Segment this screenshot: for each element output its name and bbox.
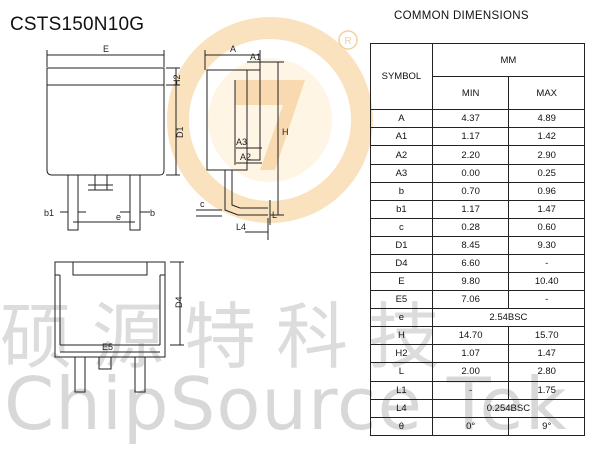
label-b: b [150, 208, 155, 218]
symbol-cell: A3 [370, 163, 433, 183]
label-D1: D1 [175, 126, 185, 138]
min-cell: 0.00 [431, 163, 510, 183]
symbol-cell: L [370, 362, 433, 382]
label-E5: E5 [102, 342, 113, 352]
symbol-cell: θ [370, 416, 433, 437]
symbol-cell: b1 [370, 199, 433, 219]
min-cell: 14.70 [431, 326, 510, 346]
max-cell: - [508, 253, 585, 274]
max-cell: 1.75 [508, 380, 585, 400]
max-cell: 9.30 [508, 235, 585, 255]
label-A3: A3 [236, 137, 247, 147]
body-outline [46, 85, 165, 176]
max-cell: 4.89 [508, 109, 585, 129]
symbol-cell: L4 [370, 398, 433, 418]
min-cell: 2.00 [431, 362, 510, 382]
label-A2: A2 [240, 152, 251, 162]
max-cell: 1.42 [508, 127, 585, 147]
min-cell: 0.70 [431, 181, 510, 201]
max-cell: 0.60 [508, 217, 585, 237]
min-cell: 9.80 [431, 272, 510, 292]
span-value-cell: 2.54BSC [431, 308, 586, 328]
max-cell: 1.47 [508, 199, 585, 219]
max-cell: 1.47 [508, 344, 585, 364]
svg-text:R: R [344, 36, 351, 47]
min-cell: 8.45 [431, 235, 510, 255]
symbol-cell: b [370, 181, 433, 201]
symbol-cell: c [370, 217, 433, 237]
label-A: A [230, 44, 236, 54]
symbol-cell: e [370, 308, 433, 328]
label-A1: A1 [250, 52, 261, 62]
symbol-cell: E5 [370, 290, 433, 310]
label-E: E [103, 44, 109, 54]
symbol-header: SYMBOL [370, 42, 433, 111]
table-row: L1-1.75 [370, 380, 585, 400]
min-cell: 4.37 [431, 109, 510, 129]
min-cell: 0° [431, 416, 510, 437]
min-header: MIN [431, 76, 510, 111]
label-L: L [272, 210, 277, 220]
part-number-title: CSTS150N10G [10, 14, 145, 35]
min-cell: 1.07 [431, 344, 510, 364]
label-L4: L4 [236, 222, 246, 232]
span-value-cell: 0.254BSC [431, 398, 586, 418]
min-cell: - [431, 380, 510, 400]
min-cell: 6.60 [431, 253, 510, 274]
symbol-cell: A [370, 109, 433, 129]
label-H2: H2 [172, 74, 182, 86]
max-cell: 10.40 [508, 272, 585, 292]
max-cell: 15.70 [508, 326, 585, 346]
unit-header: MM [431, 42, 586, 78]
label-c: c [200, 199, 205, 209]
label-D4: D4 [174, 296, 184, 308]
min-cell: 0.28 [431, 217, 510, 237]
symbol-cell: D4 [370, 253, 433, 274]
min-cell: 7.06 [431, 290, 510, 310]
label-H: H [282, 127, 289, 137]
max-cell: 9° [508, 416, 585, 437]
max-cell: - [508, 290, 585, 310]
max-cell: 2.90 [508, 145, 585, 165]
symbol-cell: H [370, 326, 433, 346]
min-cell: 2.20 [431, 145, 510, 165]
symbol-cell: A1 [370, 127, 433, 147]
tab-outline [46, 67, 165, 86]
symbol-cell: E [370, 272, 433, 292]
symbol-cell: D1 [370, 235, 433, 255]
symbol-cell: A2 [370, 145, 433, 165]
max-cell: 0.96 [508, 181, 585, 201]
max-cell: 2.80 [508, 362, 585, 382]
symbol-cell: L1 [370, 380, 433, 400]
max-header: MAX [508, 76, 585, 111]
min-cell: 1.17 [431, 199, 510, 219]
label-e: e [116, 212, 121, 222]
watermark-chinese: 硕源特科技 [0, 295, 461, 379]
max-cell: 0.25 [508, 163, 585, 183]
label-b1: b1 [44, 208, 54, 218]
symbol-cell: H2 [370, 344, 433, 364]
min-cell: 1.17 [431, 127, 510, 147]
common-dimensions-title: COMMON DIMENSIONS [394, 10, 529, 22]
